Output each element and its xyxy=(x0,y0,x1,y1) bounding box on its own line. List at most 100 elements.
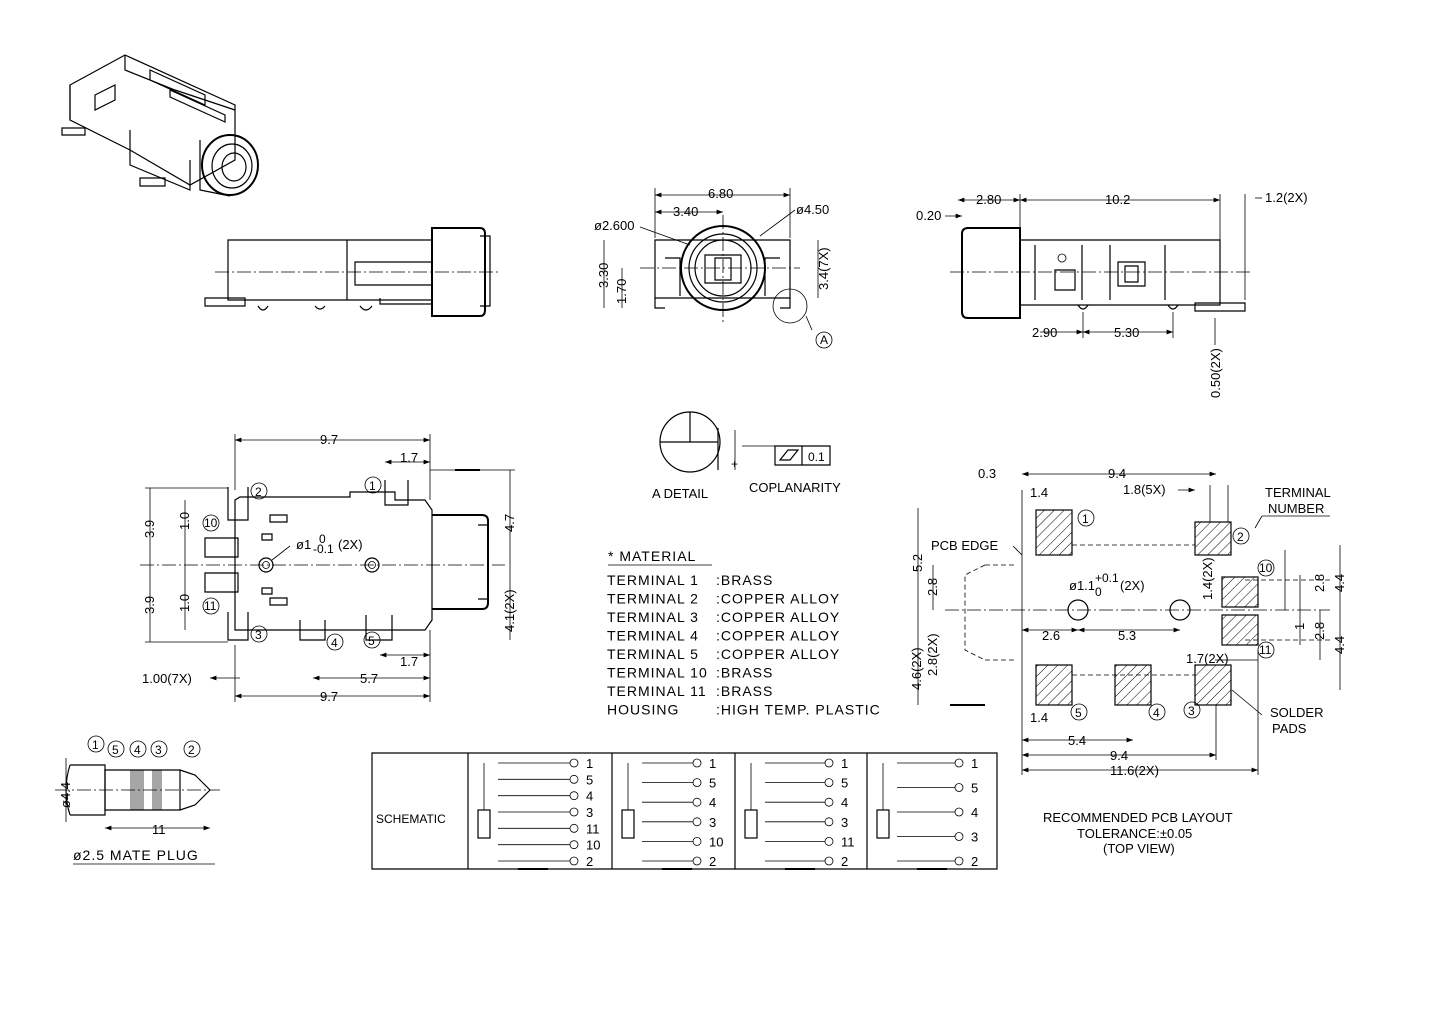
material-part: TERMINAL 2 xyxy=(607,591,699,607)
schematic-pin-label: 3 xyxy=(586,805,593,820)
dim-barrel-len: 2.80 xyxy=(976,192,1001,207)
coplanarity-label: COPLANARITY xyxy=(749,480,841,495)
schematic-node xyxy=(954,758,964,768)
terminal-balloon-11: 11 xyxy=(202,597,220,615)
terminal-number-2: NUMBER xyxy=(1268,501,1324,516)
schematic-pin-label: 2 xyxy=(586,854,593,869)
material-part: TERMINAL 5 xyxy=(607,646,699,662)
dim-term-pitch: 1.7 xyxy=(400,450,418,465)
pcb-dim-right-total1: 4.4 xyxy=(1332,574,1347,592)
solder-pads-2: PADS xyxy=(1272,721,1307,736)
pcb-dim-hole: ø1.1 xyxy=(1069,578,1095,593)
material-part: TERMINAL 3 xyxy=(607,609,699,625)
pcb-balloon-1: 1 xyxy=(1077,509,1095,527)
schematic-pin-label: 5 xyxy=(971,781,978,796)
dim-pin-spacing: 3.4(7X) xyxy=(816,247,831,290)
dim-half-width: 3.40 xyxy=(673,204,698,219)
dim-bottom-length: 9.7 xyxy=(320,689,338,704)
schematic-pin-label: 10 xyxy=(709,834,723,849)
dim-pin-width: 1.00(7X) xyxy=(142,671,192,686)
schematic-pin-label: 3 xyxy=(841,815,848,830)
schematic-body xyxy=(876,809,890,839)
dim-bore: ø2.600 xyxy=(594,218,634,233)
plug-ring-1: 1 xyxy=(87,735,105,753)
pcb-dim-height: 5.2 xyxy=(910,554,925,572)
side-elevation-left xyxy=(204,227,500,317)
dim-lower-offset: 3.9 xyxy=(142,596,157,614)
pad-2 xyxy=(1194,521,1232,556)
pcb-balloon-11: 11 xyxy=(1257,641,1275,659)
pcb-layout: 0.3 9.4 1.4 1.8(5X) TERMINAL NUMBER 5.2 … xyxy=(909,466,1347,856)
pcb-dim-right-pad: 1 xyxy=(1292,623,1307,630)
svg-text:10: 10 xyxy=(204,516,218,530)
svg-text:4: 4 xyxy=(134,743,141,757)
schematic-pin-label: 1 xyxy=(586,756,593,771)
a-detail-label: A DETAIL xyxy=(652,486,708,501)
terminal-number-1: TERMINAL xyxy=(1265,485,1331,500)
dim-pad-pitch: 5.30 xyxy=(1114,325,1139,340)
schematic-pin-label: 4 xyxy=(971,805,978,820)
material-part: TERMINAL 10 xyxy=(607,665,708,681)
pcb-dim-overall: 9.4 xyxy=(1108,466,1126,481)
pcb-dim-right-h1: 2.8 xyxy=(1312,574,1327,592)
svg-text:2: 2 xyxy=(1237,530,1244,544)
pcb-caption-3: (TOP VIEW) xyxy=(1103,841,1175,856)
svg-text:11: 11 xyxy=(1259,643,1272,657)
svg-text:11: 11 xyxy=(204,599,217,613)
svg-text:3: 3 xyxy=(155,743,162,757)
pcb-dim-h1: 2.6 xyxy=(1042,628,1060,643)
schematic-node xyxy=(692,797,702,807)
plug-ring-2: 2 xyxy=(183,740,201,758)
svg-text:3: 3 xyxy=(255,628,262,642)
pcb-dim-pad-pitch: 1.8(5X) xyxy=(1123,482,1166,497)
schematic-node xyxy=(692,758,702,768)
svg-text:5: 5 xyxy=(1075,706,1082,720)
schematic-pin-label: 11 xyxy=(841,834,855,849)
schematic-body xyxy=(621,809,635,839)
material-value: :BRASS xyxy=(716,683,773,699)
pcb-balloon-10: 10 xyxy=(1257,559,1275,577)
pad-5 xyxy=(1035,664,1073,706)
pcb-dim-edge: 0.3 xyxy=(978,466,996,481)
svg-text:10: 10 xyxy=(1259,561,1273,575)
terminal-balloon-2: 2 xyxy=(250,482,268,500)
pcb-dim-bottom-pad: 1.4 xyxy=(1030,710,1048,725)
dim-pad-offset: 2.90 xyxy=(1032,325,1057,340)
side-view-right: 2.80 10.2 0.20 1.2(2X) 2.90 5.30 0.50(2X… xyxy=(916,190,1308,398)
pcb-caption-1: RECOMMENDED PCB LAYOUT xyxy=(1043,810,1233,825)
schematic-pin-label: 2 xyxy=(971,854,978,869)
schematic-body xyxy=(744,809,758,839)
schematic-pin-label: 4 xyxy=(709,795,716,810)
material-part: TERMINAL 4 xyxy=(607,628,699,644)
schematic-pin-label: 2 xyxy=(841,854,848,869)
pcb-dim-pad-pitch2: 1.7(2X) xyxy=(1186,651,1229,666)
svg-text:2: 2 xyxy=(255,485,262,499)
dim-hole: ø1 xyxy=(296,537,311,552)
terminal-balloon-10: 10 xyxy=(202,514,220,532)
pcb-dim-half-height: 2.8 xyxy=(925,578,940,596)
pcb-dim-left-half: 2.8(2X) xyxy=(925,633,940,676)
mate-plug: ø4.4 11 ø2.5 MATE PLUG 1 5 4 3 2 xyxy=(55,735,220,865)
pcb-dim-h2: 5.3 xyxy=(1118,628,1136,643)
schematic-node xyxy=(692,817,702,827)
terminal-balloon-4: 4 xyxy=(326,633,344,651)
dim-top-length: 9.7 xyxy=(320,432,338,447)
material-value: :COPPER ALLOY xyxy=(716,609,840,625)
pcb-edge-label: PCB EDGE xyxy=(931,538,999,553)
plug-ring-3: 3 xyxy=(150,740,168,758)
schematic-pin-label: 3 xyxy=(971,830,978,845)
svg-text:5: 5 xyxy=(368,634,375,648)
material-part: TERMINAL 11 xyxy=(607,683,707,699)
pcb-balloon-3: 3 xyxy=(1183,701,1201,719)
svg-text:4: 4 xyxy=(331,636,338,650)
pcb-dim-bottom-overall: 9.4 xyxy=(1110,748,1128,763)
dim-upper-offset: 3.9 xyxy=(142,520,157,538)
schematic-node xyxy=(569,856,579,866)
schematic-node xyxy=(824,837,834,846)
dim-height: 3.30 xyxy=(596,263,611,288)
terminal-balloon-1: 1 xyxy=(364,476,382,494)
schematic-node xyxy=(692,837,702,846)
schematic-node xyxy=(569,807,579,817)
